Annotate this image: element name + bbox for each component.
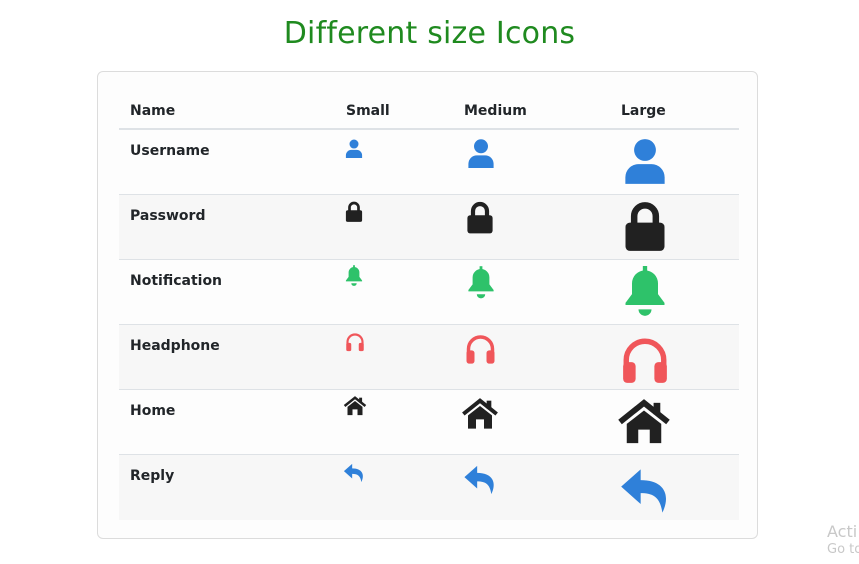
table-row-headphone: Headphone [119,325,739,390]
lock-icon [625,202,665,251]
watermark-line-1: Acti [827,522,858,541]
table-row-username: Username [119,130,739,195]
reply-icon [621,469,666,513]
row-label: Password [130,208,206,224]
reply-icon [464,465,494,495]
home-icon [618,399,670,444]
row-label: Headphone [130,338,220,354]
table-row-password: Password [119,195,739,260]
row-label: Home [130,403,176,419]
icons-table: Name Small Medium Large Username [119,72,739,520]
bell-icon [345,265,363,286]
bell-icon [625,266,665,316]
bell-icon [468,266,494,299]
lock-icon [345,201,363,222]
row-label: Username [130,143,210,159]
headphone-icon [623,338,667,383]
header-medium: Medium [464,103,527,119]
row-label: Reply [130,468,175,484]
row-label: Notification [130,273,223,289]
header-large: Large [621,103,666,119]
headphone-icon [346,333,364,352]
table-row-home: Home [119,390,739,455]
lock-icon [467,201,493,234]
home-icon [343,396,367,416]
user-icon [345,139,363,158]
user-icon [468,139,494,168]
user-icon [625,139,665,184]
table-header: Name Small Medium Large [119,72,739,130]
table-row-notification: Notification [119,260,739,325]
page-title: Different size Icons [283,16,576,51]
activation-watermark: Acti Go to [827,522,859,558]
icons-card: Name Small Medium Large Username [97,71,758,539]
header-small: Small [346,103,390,119]
home-icon [462,398,498,429]
reply-icon [343,463,363,483]
header-name: Name [130,103,176,119]
watermark-line-2: Go to [827,542,859,557]
headphone-icon [466,335,495,364]
table-row-reply: Reply [119,455,739,520]
